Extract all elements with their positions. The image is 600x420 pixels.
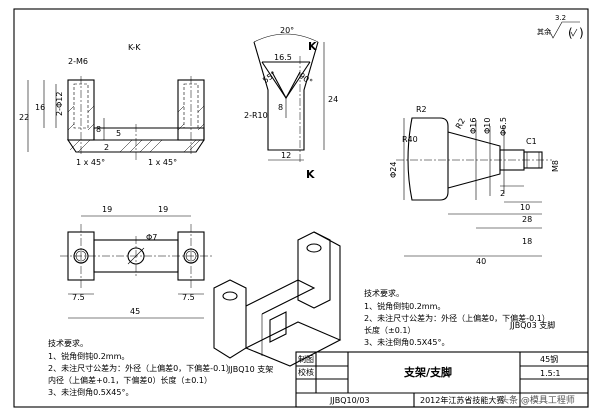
surface-symbol-value: 3.2 [555, 14, 566, 22]
svg-text:): ) [579, 26, 584, 40]
dim-shaft-r40: R40 [402, 135, 418, 144]
dim-plan-left19: 19 [102, 205, 112, 214]
title-block-material: 45钢 [540, 354, 558, 364]
dim-side-r10: 2-R10 [244, 111, 268, 120]
plan-view: Φ7 19 19 7.5 7.5 45 [60, 205, 212, 319]
notes-right-line2: 2、未注尺寸公差为：外径（上偏差0，下偏差-0.1） [364, 313, 550, 323]
surface-symbol-note: 其余 [537, 27, 551, 36]
dim-section-m6: 2-M6 [68, 57, 88, 66]
dim-shaft-c1: C1 [526, 137, 537, 146]
title-block-scale: 1.5:1 [540, 369, 561, 378]
dim-section-5: 5 [116, 129, 121, 138]
dim-shaft-dia16: Φ16 [469, 118, 478, 134]
dim-plan-right19: 19 [158, 205, 168, 214]
dim-section-2: 2 [104, 143, 109, 152]
dim-plan-left7-5: 7.5 [72, 293, 85, 302]
dim-shaft-dia24: Φ24 [389, 162, 398, 178]
part-label-bracket: JJBQ10 支架 [227, 364, 273, 374]
chamfer-right: 1 x 45° [148, 158, 177, 167]
dim-shaft-r2: R2 [416, 105, 427, 114]
dim-section-22: 22 [19, 113, 29, 122]
title-block-checked-by: 校核 [298, 367, 314, 377]
dim-section-12: 2-Φ12 [55, 92, 64, 116]
title-block-title: 支架/支脚 [403, 365, 452, 379]
foot-shaft-view: R2 R40 R2 Φ24 Φ16 Φ10 Φ6.5 C1 M8 2 10 28… [389, 105, 560, 266]
dim-plan-dia7: Φ7 [146, 233, 157, 242]
dim-plan-right7-5: 7.5 [182, 293, 195, 302]
dim-shaft-m8: M8 [551, 160, 560, 172]
section-view-kk: K-K 22 16 2-Φ12 2-M6 [19, 43, 205, 167]
dim-plan-45: 45 [130, 307, 140, 316]
dim-shaft-r2b: R2 [454, 117, 467, 131]
notes-left-title: 技术要求。 [48, 338, 88, 348]
title-block: 制图 校核 支架/支脚 45钢 1.5:1 JJBQ10/03 2012年江苏省… [295, 351, 589, 408]
dim-section-16: 16 [35, 103, 45, 112]
notes-left-line2: 2、未注尺寸公差为：外径（上偏差0，下偏差-0.1） [48, 363, 234, 373]
k-mark-bottom: K [306, 168, 315, 181]
notes-right-title: 技术要求。 [364, 288, 404, 298]
part-label-foot: JJBQ03 支脚 [509, 320, 555, 330]
dim-shaft-dia10: Φ10 [483, 118, 492, 134]
dim-shaft-28: 28 [522, 215, 532, 224]
notes-right-line3: 长度（±0.1） [364, 325, 415, 335]
technical-notes-right: 技术要求。 1、锐角倒钝0.2mm。 2、未注尺寸公差为：外径（上偏差0，下偏差… [364, 288, 550, 347]
section-label-kk: K-K [128, 43, 141, 52]
dim-top-angle: 20° [280, 26, 294, 35]
dim-side-12: 12 [281, 151, 291, 160]
k-mark-top: K [308, 40, 317, 53]
technical-notes-left: 技术要求。 1、锐角倒钝0.2mm。 2、未注尺寸公差为：外径（上偏差0，下偏差… [48, 338, 234, 397]
notes-left-line4: 3、未注倒角0.5X45°。 [48, 387, 133, 397]
dim-shaft-dia6-5: Φ6.5 [499, 117, 508, 136]
title-block-made-by: 制图 [298, 354, 314, 364]
chamfer-left: 1 x 45° [76, 158, 105, 167]
title-block-competition: 2012年江苏省技能大赛 [420, 395, 504, 405]
dim-side-8: 8 [278, 103, 283, 112]
svg-text:(: ( [568, 26, 573, 40]
dim-shaft-10: 10 [520, 203, 530, 212]
dim-shaft-2: 2 [500, 189, 505, 198]
surface-finish-symbol: 其余 3.2 ( ) [537, 14, 584, 40]
dim-side-16-5: 16.5 [274, 53, 292, 62]
dim-shaft-18: 18 [522, 237, 532, 246]
dim-section-8: 8 [96, 125, 101, 134]
notes-left-line3: 内径（上偏差+0.1，下偏差0）长度（±0.1） [48, 375, 212, 385]
side-view: K K 20° 16.5 55° 90° 8 2-R10 24 12 [244, 26, 338, 181]
drawing-border [13, 8, 589, 408]
notes-right-line1: 1、锐角倒钝0.2mm。 [364, 301, 445, 311]
notes-left-line1: 1、锐角倒钝0.2mm。 [48, 351, 129, 361]
title-block-drawing-no: JJBQ10/03 [329, 396, 370, 405]
dim-shaft-40: 40 [476, 257, 486, 266]
isometric-view [213, 231, 342, 367]
notes-right-line4: 3、未注倒角0.5X45°。 [364, 337, 449, 347]
dim-side-90: 90° [297, 71, 314, 87]
dim-side-24: 24 [328, 95, 338, 104]
watermark: 头条 @模具工程师 [500, 394, 575, 406]
